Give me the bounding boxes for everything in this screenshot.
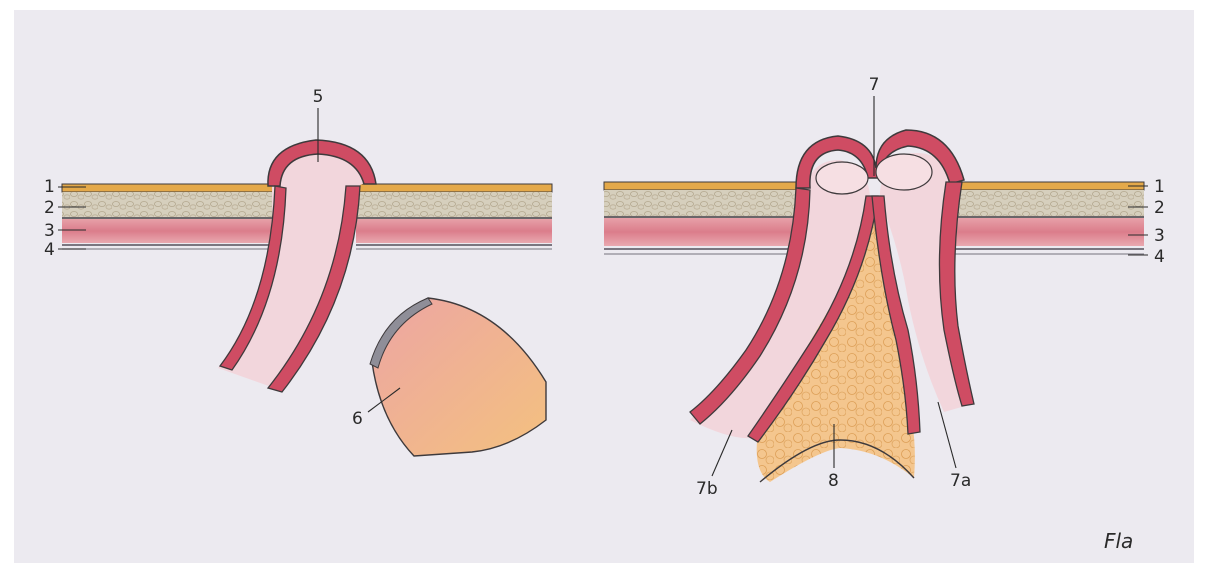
skin-layer [356, 184, 552, 192]
label-limb-right: 7a [950, 471, 971, 491]
skin-layer [604, 182, 800, 190]
label-layer-3: 3 [44, 221, 55, 241]
muscle-layer [944, 218, 1144, 246]
efferent-opening [876, 154, 932, 190]
signature: Fla [1104, 529, 1133, 553]
label-layer-2: 2 [44, 198, 55, 218]
abdominal-wall-left-b [356, 184, 552, 249]
abdominal-wall-right-b [944, 182, 1144, 254]
skin-layer [944, 182, 1144, 190]
label-septum: 7 [869, 75, 880, 95]
muscle-layer [356, 219, 552, 243]
skin-layer [62, 184, 274, 192]
fat-layer [356, 192, 552, 217]
muscle-layer [62, 219, 274, 243]
muscle-layer [604, 218, 800, 246]
label-layer-4-right: 4 [1154, 247, 1165, 267]
label-layer-1: 1 [44, 177, 55, 197]
label-layer-1-right: 1 [1154, 177, 1165, 197]
fat-layer [62, 192, 274, 217]
label-limb-left: 7b [696, 479, 718, 499]
label-layer-2-right: 2 [1154, 198, 1165, 218]
afferent-opening [816, 162, 868, 194]
label-stoma: 5 [313, 87, 324, 107]
label-layer-4: 4 [44, 240, 55, 260]
abdominal-wall-left-a [62, 184, 274, 249]
fat-layer [604, 190, 800, 216]
fat-layer [944, 190, 1144, 216]
label-bowel-end: 6 [352, 409, 363, 429]
label-layer-3-right: 3 [1154, 226, 1165, 246]
label-mesentery: 8 [828, 471, 839, 491]
abdominal-wall-right-a [604, 182, 800, 254]
paper-sheet [14, 10, 1194, 563]
